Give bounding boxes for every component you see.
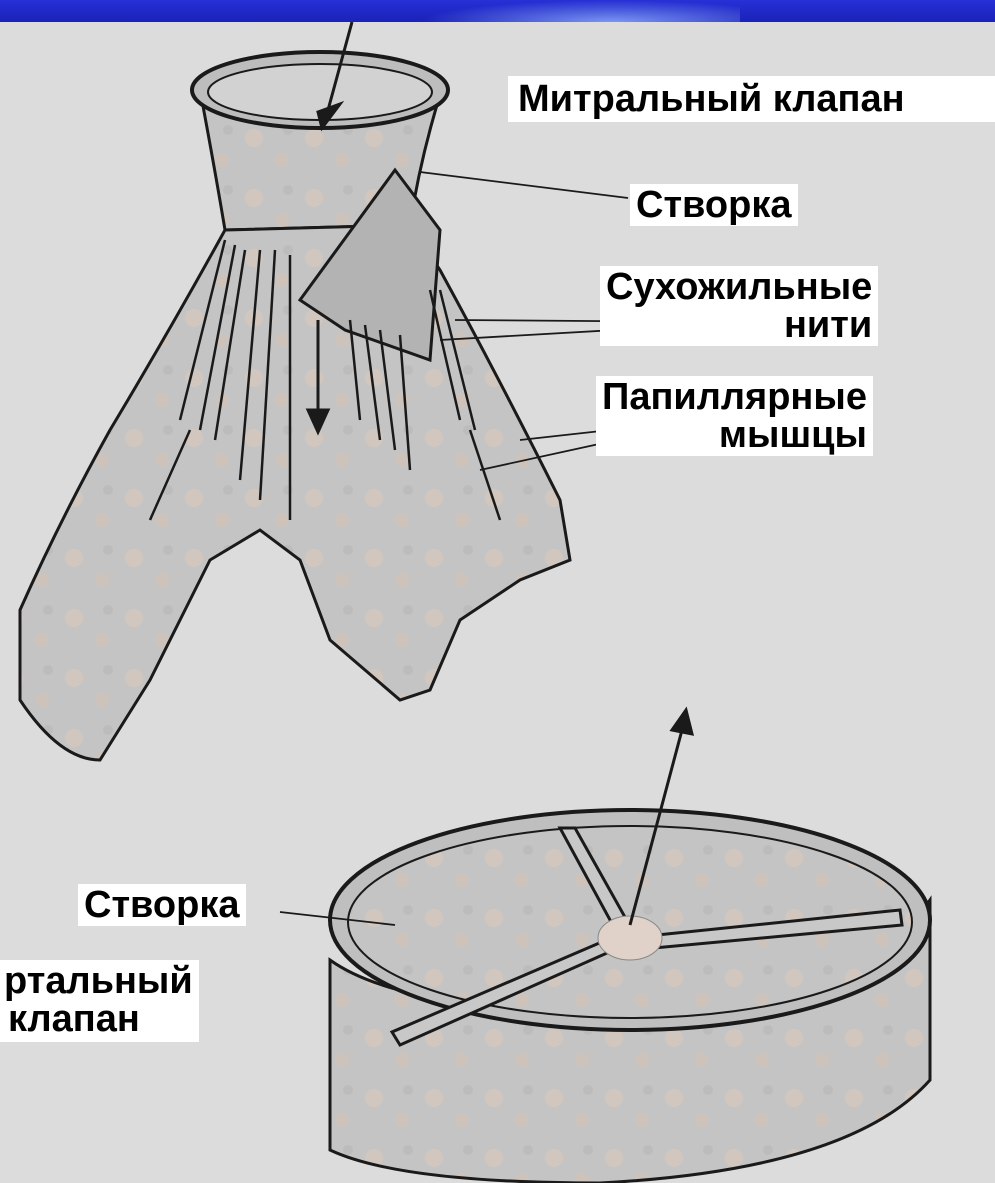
label-aortic-line2: клапан [4, 1000, 193, 1038]
label-chordae-line1: Сухожильные [606, 268, 872, 306]
label-leaflet-bottom: Створка [78, 884, 246, 926]
label-papillary: Папиллярные мышцы [596, 376, 873, 456]
aortic-valve-drawing [330, 710, 930, 1183]
label-papillary-line1: Папиллярные [602, 378, 867, 416]
label-aortic-line1: ртальный [4, 962, 193, 1000]
label-aortic-valve: ртальный клапан [0, 960, 199, 1042]
mitral-valve-drawing [20, 22, 570, 760]
label-chordae: Сухожильные нити [600, 266, 878, 346]
papillary-muscles [20, 225, 570, 760]
label-leaflet-top: Створка [630, 184, 798, 226]
label-chordae-line2: нити [606, 306, 872, 344]
label-papillary-line2: мышцы [602, 416, 867, 454]
label-mitral-valve: Митральный клапан [508, 76, 995, 122]
